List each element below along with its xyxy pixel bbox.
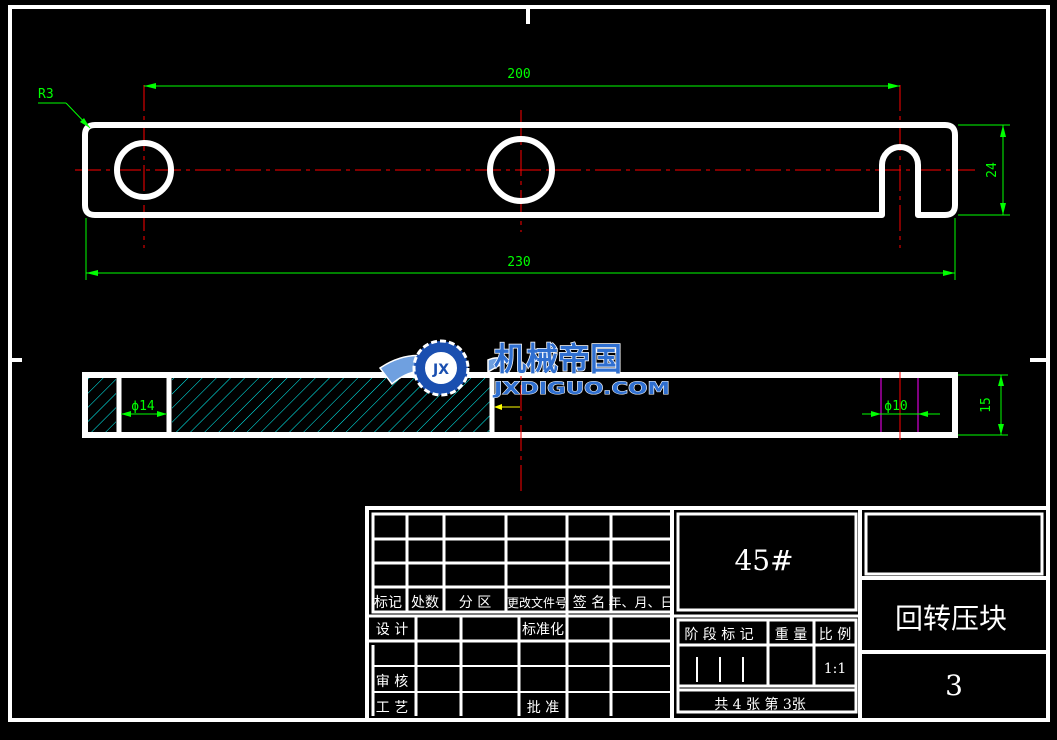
drawing-number: 3 xyxy=(945,669,963,702)
emblem-text: JX xyxy=(432,362,449,378)
mark-arrow xyxy=(494,404,502,410)
title-block xyxy=(365,506,1050,722)
watermark-english: JXDIGUO.COM xyxy=(493,379,670,399)
label-zone: 分 区 xyxy=(459,595,491,611)
dim-hole-left: ϕ14 xyxy=(131,399,155,414)
arrow xyxy=(871,411,881,417)
label-date: 年、月、日 xyxy=(608,596,673,611)
arrow xyxy=(918,411,928,417)
title-block-frame xyxy=(365,506,1050,722)
gear-hub xyxy=(423,350,459,386)
label-mark: 标记 xyxy=(374,595,402,611)
label-process: 工 艺 xyxy=(376,700,408,716)
arrow xyxy=(998,375,1004,386)
label-design: 设 计 xyxy=(376,622,408,638)
dim-height: 24 xyxy=(985,162,1000,178)
arrow xyxy=(1000,203,1006,215)
dim-pitch: 200 xyxy=(507,67,530,82)
hole-left xyxy=(114,140,174,200)
material-box xyxy=(676,512,858,612)
name-top-box xyxy=(864,512,1044,576)
arrow xyxy=(998,424,1004,435)
top-view: 200 230 24 R3 xyxy=(38,67,1010,280)
section-view: ϕ14 ϕ10 15 xyxy=(82,345,1008,492)
arrow xyxy=(86,270,98,276)
label-sheets: 共 4 张 第 3张 xyxy=(714,696,806,713)
label-scale: 比 例 xyxy=(819,627,851,643)
title-block-text: 标记 处数 分 区 更改文件号 签 名 年、月、日 设 计 标准化 审 核 工 … xyxy=(374,544,1007,716)
watermark-chinese: 机械帝国 xyxy=(494,340,622,378)
arrow xyxy=(157,411,167,417)
label-standardization: 标准化 xyxy=(522,622,564,638)
wing-right xyxy=(487,357,507,374)
dim-overall-length: 230 xyxy=(507,255,530,270)
label-review: 审 核 xyxy=(376,674,408,690)
hatch-left xyxy=(88,378,116,432)
label-signature: 签 名 xyxy=(573,594,605,611)
stage-box xyxy=(676,618,858,714)
part-outline xyxy=(82,122,958,218)
label-stage-mark: 阶 段 标 记 xyxy=(684,627,753,643)
hole-middle xyxy=(487,136,555,204)
section-outline xyxy=(82,372,958,438)
arrow xyxy=(888,83,900,89)
arrow xyxy=(144,83,156,89)
label-change-doc: 更改文件号 xyxy=(507,595,567,610)
label-approve: 批 准 xyxy=(527,700,559,716)
dim-hole-right: ϕ10 xyxy=(884,399,907,414)
arrow xyxy=(943,270,955,276)
dim-radius: R3 xyxy=(38,87,54,102)
watermark: JX 机械帝国 JXDIGUO.COM xyxy=(378,339,671,400)
label-count: 处数 xyxy=(411,595,439,611)
material: 45# xyxy=(734,544,793,577)
arrow xyxy=(80,118,90,128)
part-name: 回转压块 xyxy=(895,602,1007,635)
arrow xyxy=(121,411,131,417)
arrow xyxy=(1000,125,1006,137)
scale-value: 1:1 xyxy=(824,661,847,677)
dim-thickness: 15 xyxy=(979,397,994,413)
label-weight: 重 量 xyxy=(775,627,807,643)
